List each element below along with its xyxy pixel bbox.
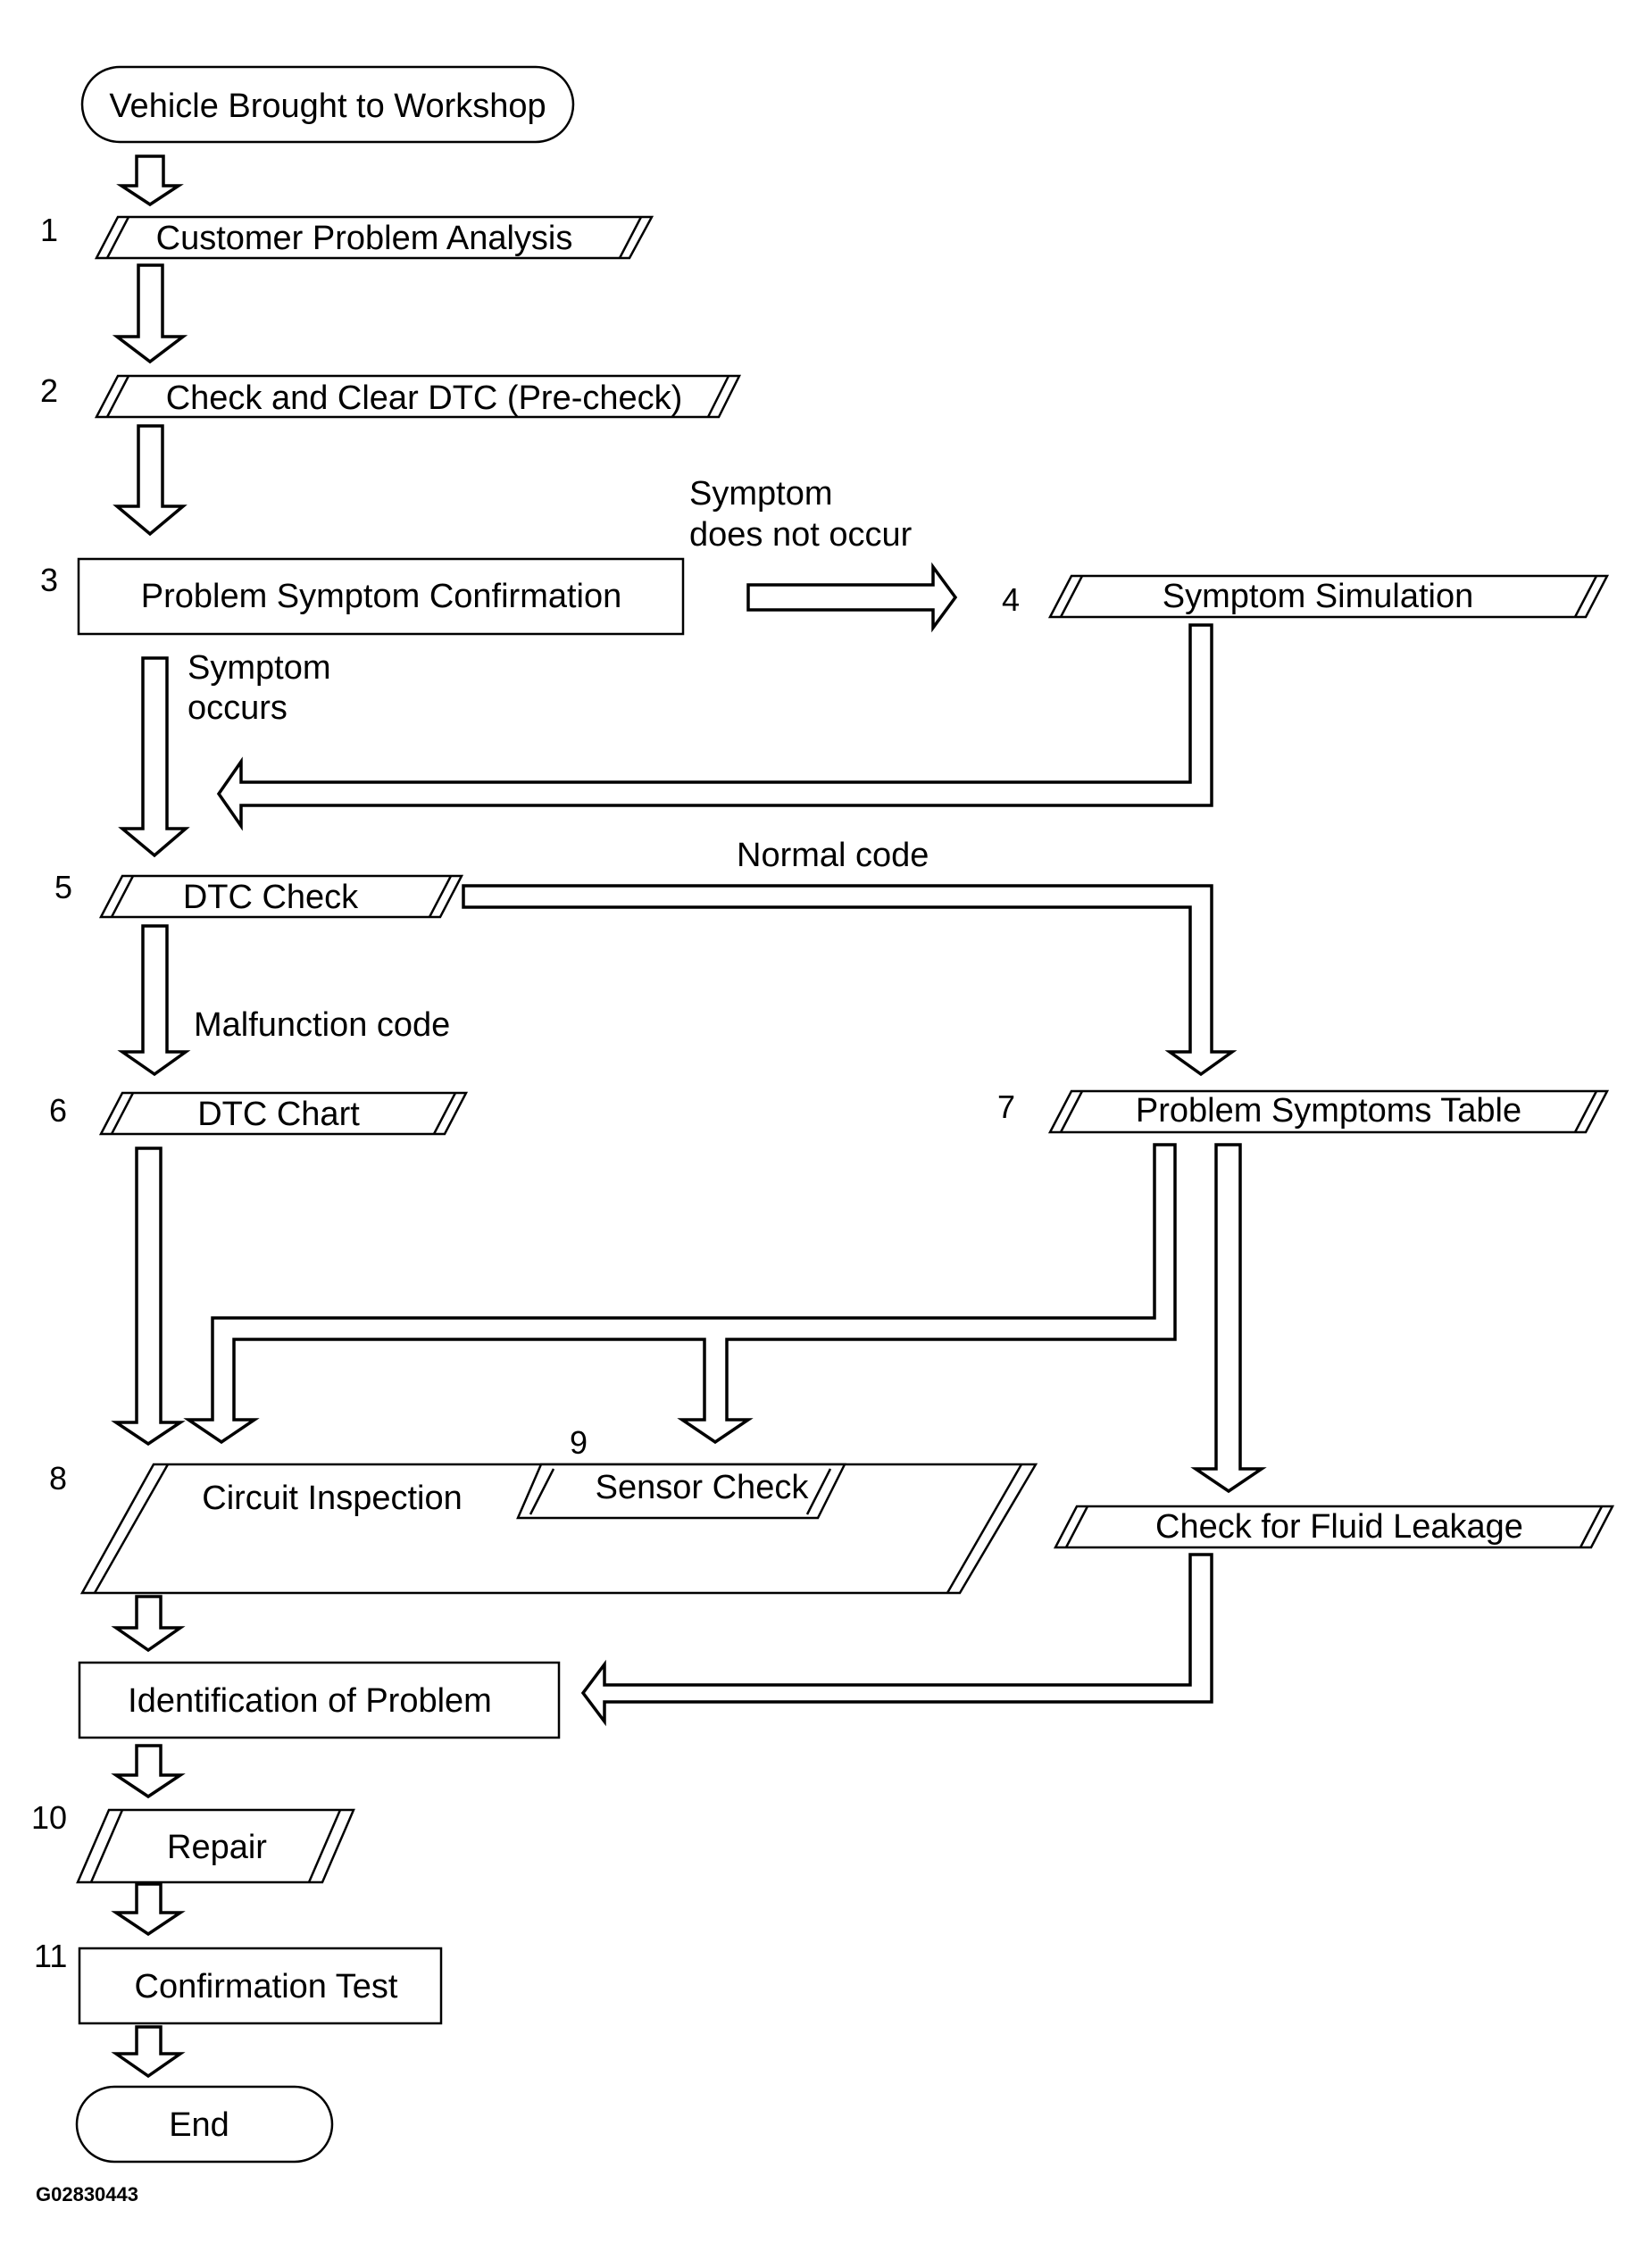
dtc-chart-label: DTC Chart <box>197 1096 360 1133</box>
arrow-step7-to-step8-and-step9 <box>183 1143 1177 1445</box>
confirmation-test-label: Confirmation Test <box>135 1968 398 2005</box>
arrow-step5-to-step6 <box>117 924 191 1077</box>
arrow-start-to-step1 <box>116 154 184 207</box>
confirmation-test-box <box>78 1947 443 2025</box>
dtc-chart-slash-left <box>110 1092 135 1135</box>
step-number-1: 1 <box>40 212 58 248</box>
repair-shape <box>76 1808 355 1884</box>
arrow-step7-to-fluid-leakage <box>1190 1143 1267 1494</box>
dtc-check-label: DTC Check <box>183 879 359 916</box>
fluid-leakage-slash-left <box>1064 1505 1089 1548</box>
customer-analysis-label: Customer Problem Analysis <box>156 220 573 257</box>
arrow-step5-to-step7 <box>462 884 1238 1077</box>
end-terminator <box>75 2085 334 2164</box>
start-terminator <box>80 65 575 144</box>
customer-analysis-slash-right <box>618 216 643 259</box>
identification-box <box>78 1661 561 1739</box>
step-number-7: 7 <box>997 1088 1015 1125</box>
symptom-occurs-label-line1: Symptom <box>188 649 330 687</box>
arrow-identification-to-step10 <box>111 1744 186 1799</box>
dtc-chart-slash-right <box>432 1092 457 1135</box>
dtc-chart-shape <box>98 1091 469 1136</box>
check-clear-dtc-slash-right <box>706 375 730 418</box>
arrow-fluid-leakage-to-identification <box>580 1553 1213 1727</box>
problem-symptoms-table-slash-left <box>1059 1090 1084 1133</box>
step-number-8: 8 <box>49 1460 67 1497</box>
step-number-2: 2 <box>40 372 58 409</box>
customer-analysis-shape <box>94 215 654 260</box>
arrow-step10-to-step11 <box>111 1882 186 1937</box>
arrow-step11-to-end <box>111 2025 186 2079</box>
arrow-step6-to-step8 <box>111 1147 186 1447</box>
step-number-5: 5 <box>54 869 72 905</box>
step-number-4: 4 <box>1002 581 1020 618</box>
repair-slash-right <box>307 1809 342 1883</box>
repair-slash-left <box>89 1809 124 1883</box>
step-number-11: 11 <box>34 1938 67 1974</box>
sensor-check-label: Sensor Check <box>596 1469 810 1506</box>
symptom-simulation-slash-right <box>1573 575 1598 618</box>
step-number-9: 9 <box>570 1424 588 1461</box>
step-number-6: 6 <box>49 1092 67 1129</box>
normal-code-label: Normal code <box>737 837 929 874</box>
circuit-inspection-slash-left <box>93 1463 170 1594</box>
malfunction-code-label: Malfunction code <box>194 1006 450 1044</box>
dtc-check-slash-left <box>110 875 135 918</box>
check-clear-dtc-shape <box>94 374 742 419</box>
arrow-step3-to-step5 <box>118 656 190 858</box>
sensor-check-slash-left <box>529 1468 555 1515</box>
arrow-step3-to-step4 <box>746 562 958 633</box>
problem-symptoms-table-label: Problem Symptoms Table <box>1136 1092 1521 1130</box>
sensor-check-shape <box>516 1463 847 1520</box>
dtc-check-shape <box>98 874 464 919</box>
figure-code: G02830443 <box>36 2183 138 2205</box>
customer-analysis-slash-left <box>105 216 130 259</box>
sensor-check-slash-right <box>805 1468 832 1515</box>
problem-symptoms-table-shape <box>1047 1089 1610 1134</box>
fluid-leakage-slash-right <box>1579 1505 1604 1548</box>
check-clear-dtc-label: Check and Clear DTC (Pre-check) <box>166 379 683 417</box>
symptom-confirmation-label: Problem Symptom Confirmation <box>141 578 622 615</box>
arrow-step1-to-step2 <box>112 263 188 364</box>
fluid-leakage-shape <box>1053 1505 1615 1549</box>
arrow-step8-to-identification <box>111 1595 186 1653</box>
problem-symptoms-table-slash-right <box>1573 1090 1598 1133</box>
symptom-simulation-slash-left <box>1059 575 1084 618</box>
start-label: Vehicle Brought to Workshop <box>109 88 546 125</box>
repair-label: Repair <box>167 1829 267 1866</box>
arrow-step2-to-step3 <box>113 424 188 537</box>
end-label: End <box>169 2106 229 2144</box>
symptom-occurs-label-line2: occurs <box>188 689 288 727</box>
symptom-simulation-shape <box>1047 574 1610 619</box>
arrow-step4-return <box>216 623 1213 831</box>
step-number-3: 3 <box>40 562 58 598</box>
symptom-not-occur-label-line2: does not occur <box>689 516 913 554</box>
identification-label: Identification of Problem <box>128 1682 492 1720</box>
step-number-10: 10 <box>31 1799 67 1836</box>
symptom-simulation-label: Symptom Simulation <box>1163 578 1473 615</box>
dtc-check-slash-right <box>428 875 453 918</box>
check-clear-dtc-slash-left <box>105 375 130 418</box>
fluid-leakage-label: Check for Fluid Leakage <box>1155 1508 1523 1546</box>
symptom-confirmation-box <box>77 557 685 636</box>
circuit-inspection-slash-right <box>946 1463 1023 1594</box>
circuit-inspection-label: Circuit Inspection <box>202 1480 462 1517</box>
symptom-not-occur-label-line1: Symptom <box>689 475 832 513</box>
